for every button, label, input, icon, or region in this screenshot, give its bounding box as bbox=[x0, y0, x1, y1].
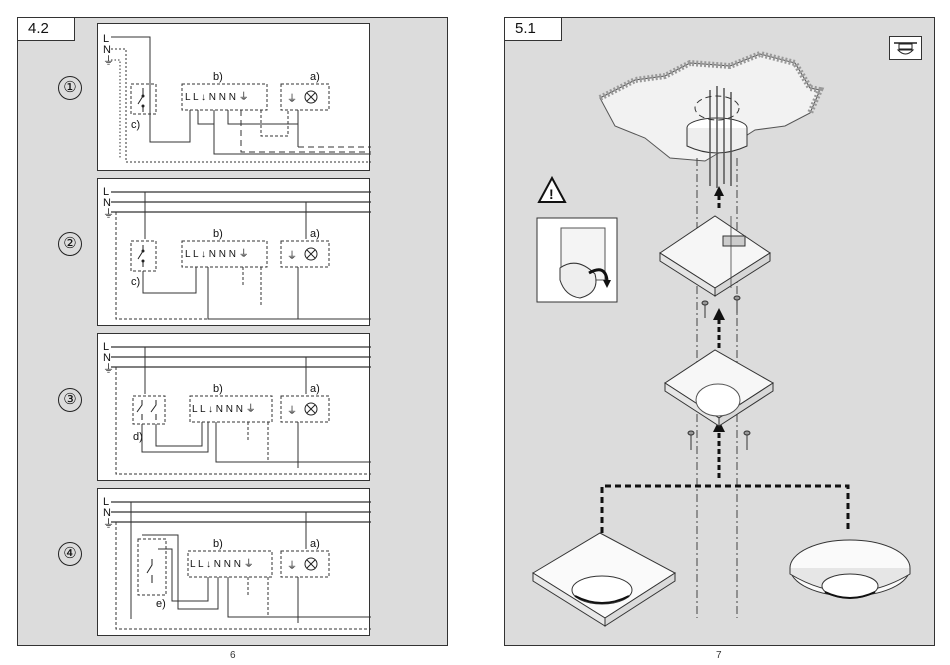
wiring-panel-1: L N ⏚ c) b) L L ↓ N N N ⏚ a) ⏚ bbox=[97, 23, 371, 171]
svg-text:⏚: ⏚ bbox=[287, 560, 297, 572]
svg-text:N: N bbox=[103, 197, 111, 209]
page-right: 5.1 bbox=[504, 17, 935, 646]
label-c: c) bbox=[131, 119, 140, 131]
svg-text:L: L bbox=[103, 186, 109, 198]
wiring-panel-3: L N ⏚ d) b) L L ↓ N N N ⏚ a) ⏚ bbox=[97, 333, 371, 481]
svg-text:a): a) bbox=[310, 383, 320, 395]
page-number-left: 6 bbox=[230, 650, 236, 661]
svg-text:⏚: ⏚ bbox=[287, 93, 297, 105]
terminal-strip: L L ↓ N N N ⏚ bbox=[185, 91, 249, 103]
svg-text:b): b) bbox=[213, 383, 223, 395]
wiring-panel-2: L N ⏚ c) b) L L ↓ N N N ⏚ a) ⏚ bbox=[97, 178, 371, 326]
panel-number-1: ① bbox=[58, 76, 82, 100]
svg-text:⏚: ⏚ bbox=[103, 362, 114, 375]
sensor-module bbox=[664, 349, 774, 427]
section-tag-5-1: 5.1 bbox=[504, 17, 562, 41]
panel-number-4: ④ bbox=[58, 542, 82, 566]
svg-text:⏚: ⏚ bbox=[287, 250, 297, 262]
line-label-n: N bbox=[103, 44, 111, 56]
svg-text:N: N bbox=[103, 507, 111, 519]
svg-text:L L ↓ N N N ⏚: L L ↓ N N N ⏚ bbox=[192, 403, 256, 415]
screws bbox=[687, 295, 751, 450]
svg-text:L L ↓ N N N ⏚: L L ↓ N N N ⏚ bbox=[185, 248, 249, 260]
svg-text:⏚: ⏚ bbox=[103, 207, 114, 220]
page-number-right: 7 bbox=[716, 650, 722, 661]
svg-text:L: L bbox=[103, 341, 109, 353]
ceiling-slab bbox=[598, 50, 825, 188]
wiring-panel-4: L N ⏚ e) b) L L ↓ N N N ⏚ a) ⏚ bbox=[97, 488, 371, 636]
mounting-base bbox=[659, 215, 771, 297]
panel-number-2: ② bbox=[58, 232, 82, 256]
section-tag-4-2: 4.2 bbox=[17, 17, 75, 41]
svg-text:L L ↓ N N N ⏚: L L ↓ N N N ⏚ bbox=[190, 558, 254, 570]
svg-text:d): d) bbox=[133, 431, 143, 443]
svg-text:⏚: ⏚ bbox=[103, 517, 114, 530]
warning-triangle-icon: ! bbox=[537, 175, 567, 203]
svg-text:e): e) bbox=[156, 598, 166, 610]
svg-text:c): c) bbox=[131, 276, 140, 288]
svg-text:L: L bbox=[103, 496, 109, 508]
svg-text:b): b) bbox=[213, 228, 223, 240]
label-b: b) bbox=[213, 71, 223, 83]
line-label-l: L bbox=[103, 33, 109, 45]
svg-text:⏚: ⏚ bbox=[287, 405, 297, 417]
line-label-pe: ⏚ bbox=[103, 54, 114, 67]
round-cover bbox=[789, 539, 911, 599]
svg-text:a): a) bbox=[310, 538, 320, 550]
warning-figure bbox=[536, 217, 618, 303]
svg-text:!: ! bbox=[549, 186, 554, 202]
page-left: 4.2 ① L N ⏚ c) b) L L ↓ N N N ⏚ a) ⏚ bbox=[17, 17, 448, 646]
panel-number-3: ③ bbox=[58, 388, 82, 412]
square-cover bbox=[532, 532, 676, 627]
svg-text:N: N bbox=[103, 352, 111, 364]
label-a: a) bbox=[310, 71, 320, 83]
svg-text:b): b) bbox=[213, 538, 223, 550]
svg-text:a): a) bbox=[310, 228, 320, 240]
ceiling-mount-icon bbox=[889, 36, 922, 60]
